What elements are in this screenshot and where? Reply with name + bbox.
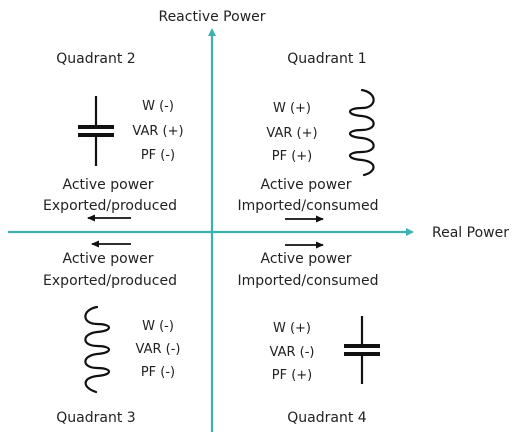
q1-var-sign: VAR (+) xyxy=(266,126,317,141)
q3-var-sign: VAR (-) xyxy=(136,342,181,357)
q3-inductor-icon xyxy=(84,305,111,394)
quadrant-4-title: Quadrant 4 xyxy=(287,410,367,426)
q4-active-power-label: Active power xyxy=(260,251,351,267)
q3-active-power-label: Active power xyxy=(62,251,153,267)
q2-watt-sign: W (-) xyxy=(142,99,174,114)
q4-capacitor-icon xyxy=(344,316,380,384)
q1-watt-sign: W (+) xyxy=(273,101,311,116)
q1-active-power-direction: Imported/consumed xyxy=(237,198,378,214)
q1-pf-sign: PF (+) xyxy=(272,149,313,164)
quadrant-1-title: Quadrant 1 xyxy=(287,51,366,67)
vertical-axis-label: Reactive Power xyxy=(158,9,265,25)
q2-active-power-label: Active power xyxy=(62,177,153,193)
q4-watt-sign: W (+) xyxy=(273,321,311,336)
q4-var-sign: VAR (-) xyxy=(270,345,315,360)
q4-pf-sign: PF (+) xyxy=(272,368,313,383)
q2-var-sign: VAR (+) xyxy=(132,124,183,139)
q3-pf-sign: PF (-) xyxy=(141,365,175,380)
quadrant-3-title: Quadrant 3 xyxy=(56,410,135,426)
q3-active-power-direction: Exported/produced xyxy=(43,273,177,289)
quadrant-2-title: Quadrant 2 xyxy=(56,51,135,67)
q3-watt-sign: W (-) xyxy=(142,319,174,334)
q1-active-power-label: Active power xyxy=(260,177,351,193)
q1-inductor-icon xyxy=(348,88,375,177)
q2-pf-sign: PF (-) xyxy=(141,148,175,163)
q4-active-power-direction: Imported/consumed xyxy=(237,273,378,289)
q2-capacitor-icon xyxy=(78,96,114,166)
horizontal-axis-label: Real Power xyxy=(432,225,509,241)
q2-active-power-direction: Exported/produced xyxy=(43,198,177,214)
